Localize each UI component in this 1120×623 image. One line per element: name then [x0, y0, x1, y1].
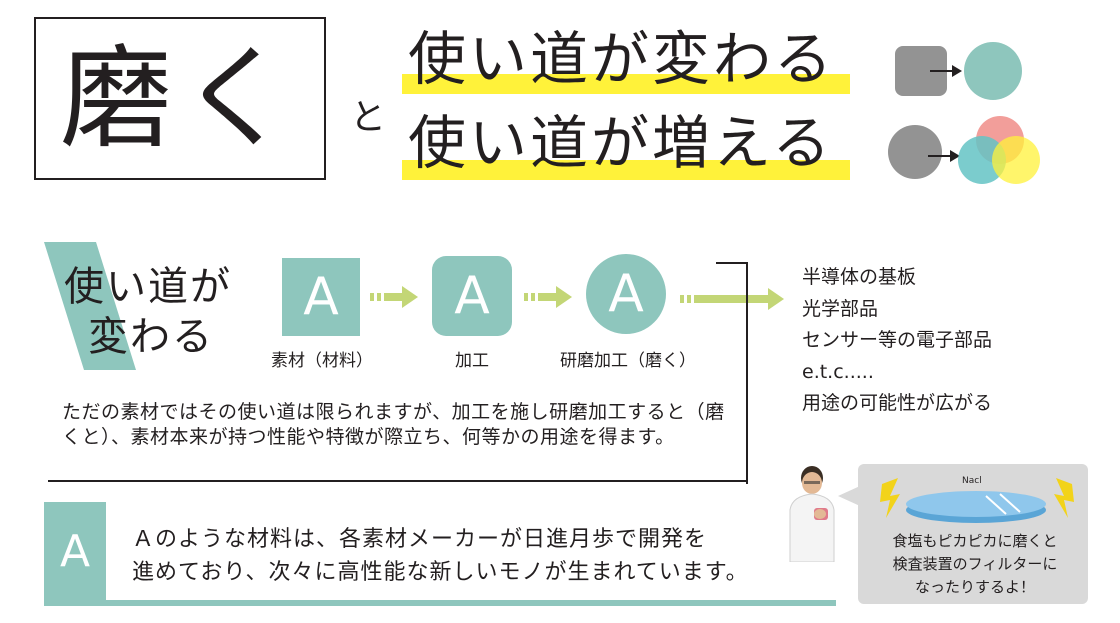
bubble-text: 食塩もピカピカに磨くと 検査装置のフィルターに なったりするよ！ [866, 530, 1084, 599]
material-note-line-2: 進めており、次々に高性能な新しいモノが生まれています。 [132, 560, 749, 585]
explanation-text: ただの素材ではその使い道は限られますが、加工を施し研磨加工すると（磨くと）、素材… [62, 401, 725, 448]
highlight-bar-2 [402, 160, 850, 180]
title-box: 磨く [34, 17, 326, 180]
bubble-line-3: なったりするよ！ [914, 578, 1035, 596]
dashed-arrow-icon-2 [524, 286, 572, 308]
teal-circle-icon [964, 42, 1022, 100]
arrow-head-icon-2 [950, 150, 960, 162]
process-heading-line-1: 使い道が [64, 264, 232, 310]
bracket-bottom-line [48, 480, 748, 482]
bubble-line-2: 検査装置のフィルターに [892, 555, 1058, 573]
step-polish-caption: 研磨加工（磨く） [560, 351, 696, 371]
use-item: e.t.c..... [802, 360, 874, 383]
dashed-arrow-icon [370, 286, 418, 308]
step-material-caption: 素材（材料） [271, 351, 373, 371]
long-dashed-arrow-icon [680, 288, 784, 310]
page-title: 磨く [60, 33, 300, 164]
uses-list: 半導体の基板 光学部品 センサー等の電子部品 e.t.c..... 用途の可能性… [802, 262, 992, 420]
step-material-letter: A [303, 267, 339, 327]
bracket-line [716, 262, 748, 484]
highlight-bar-1 [402, 74, 850, 94]
process-heading-line-2: 変わる [88, 314, 214, 360]
step-process-tile: A [432, 256, 512, 336]
material-note-line-1: Ａのような材料は、各素材メーカーが日進月歩で開発を [132, 527, 708, 552]
three-circles-icon [958, 116, 1040, 184]
step-material-tile: A [282, 258, 360, 336]
headline-change: 使い道が変わる [408, 25, 836, 93]
bubble-line-1: 食塩もピカピカに磨くと [892, 532, 1058, 550]
process-banner-shape [44, 242, 136, 370]
material-note-text: Ａのような材料は、各素材メーカーが日進月歩で開発を 進めており、次々に高性能な新… [132, 523, 822, 589]
material-note-badge: A [44, 502, 106, 600]
arrow-head-icon [952, 65, 962, 77]
step-process-caption: 加工 [455, 351, 489, 371]
scientist-photo [789, 466, 835, 562]
step-process-letter: A [454, 266, 490, 326]
gray-circle-icon [888, 125, 942, 179]
step-polish-tile: A [586, 254, 666, 334]
step-polish-letter: A [608, 264, 644, 324]
use-item: センサー等の電子部品 [802, 329, 993, 351]
use-item: 光学部品 [802, 297, 879, 320]
material-note-underline [44, 600, 836, 606]
arrow-right-icon-2 [928, 155, 952, 157]
bubble-tail [838, 486, 860, 506]
use-item: 半導体の基板 [802, 266, 917, 288]
material-note-letter: A [59, 525, 91, 577]
use-item: 用途の可能性が広がる [802, 392, 993, 414]
arrow-right-icon [930, 70, 954, 72]
process-heading: 使い道が 変わる [64, 262, 232, 362]
nacl-label: Nacl [962, 476, 982, 486]
salt-disc-icon [880, 478, 1074, 523]
speech-bubble [858, 464, 1088, 604]
headline-increase: 使い道が増える [408, 109, 834, 177]
conjunction: と [350, 97, 387, 138]
